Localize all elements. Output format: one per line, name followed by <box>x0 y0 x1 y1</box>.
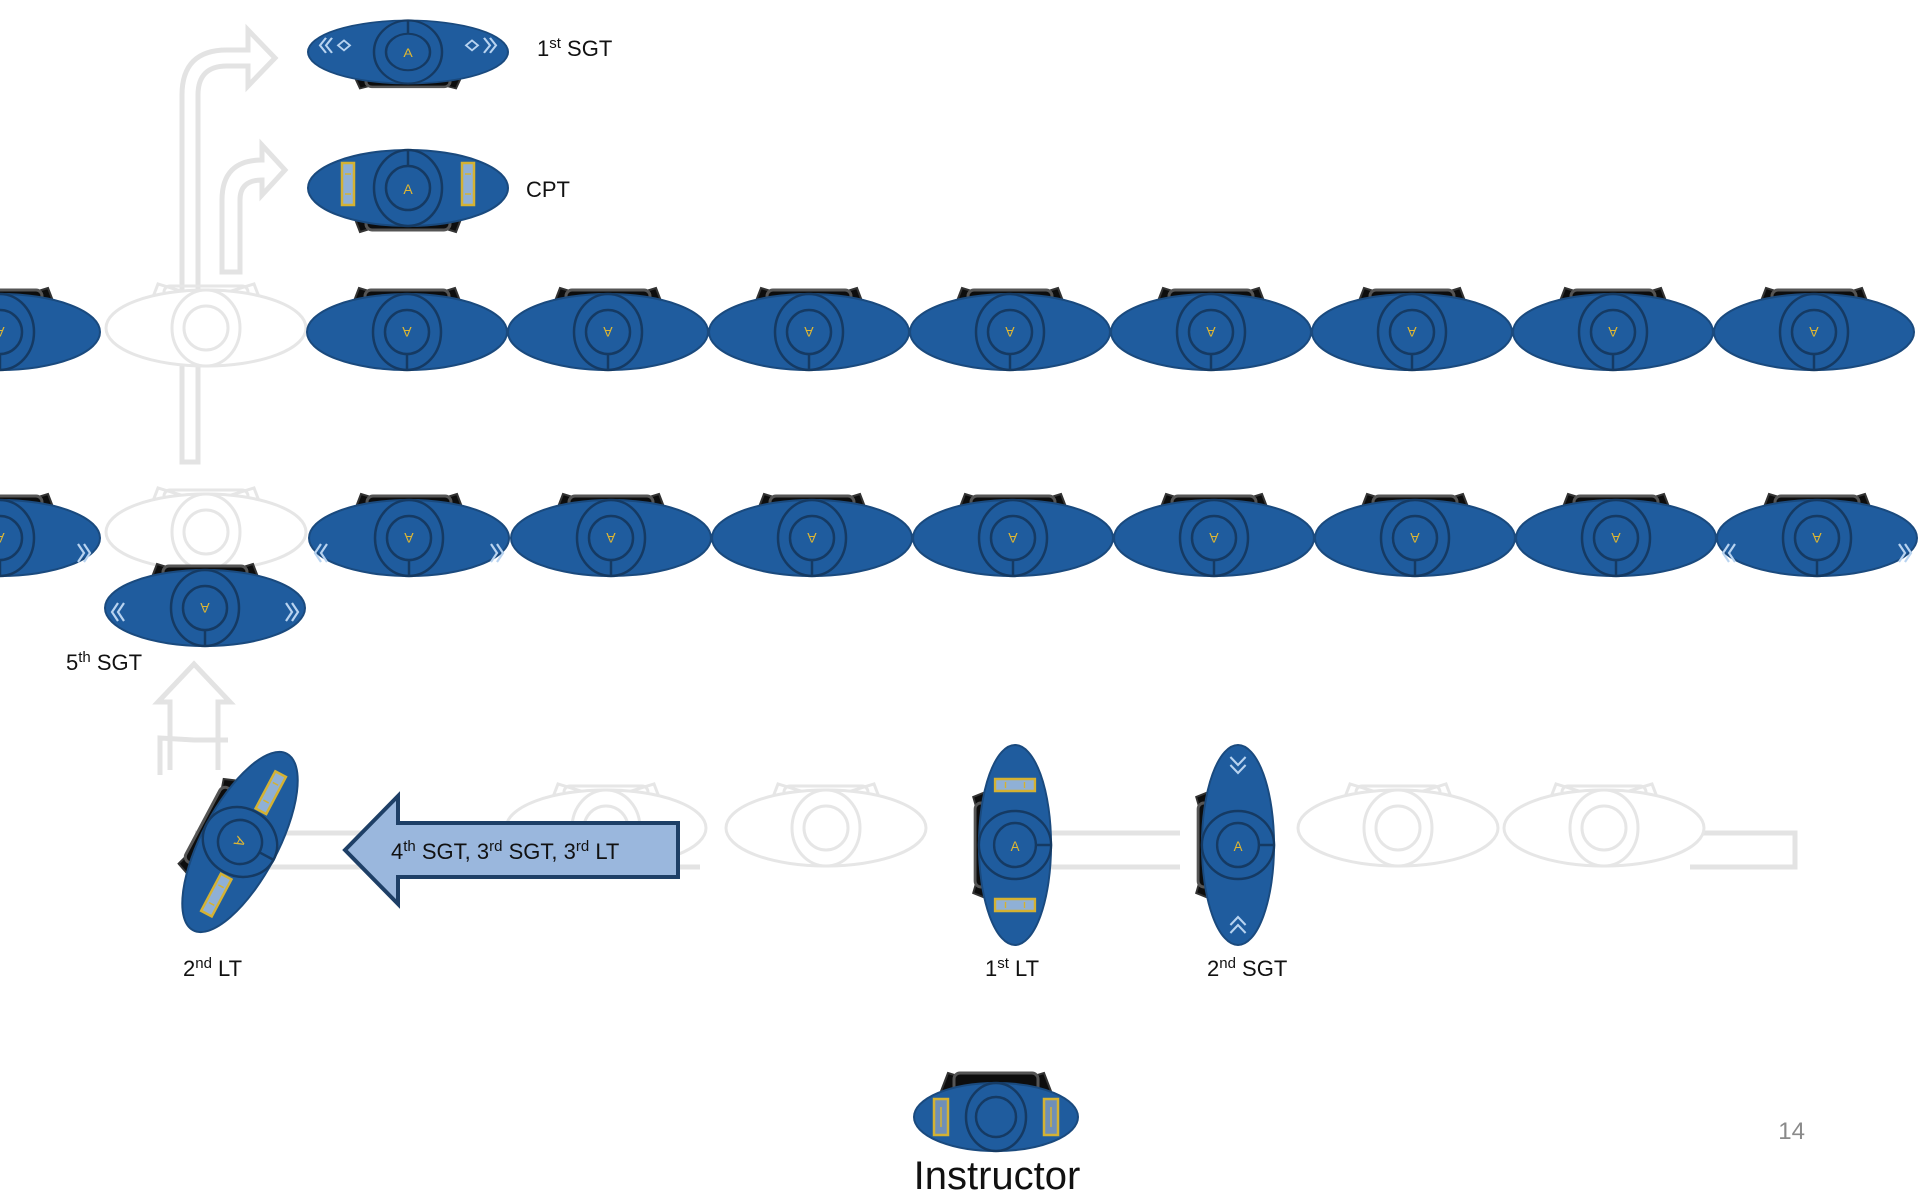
move-arrow: 4th SGT, 3rd SGT, 3rd LT <box>342 791 680 909</box>
label-cpt: CPT <box>526 177 570 202</box>
chair-first-lt: A <box>972 744 1053 946</box>
label-second-lt: 2nd LT <box>183 955 242 981</box>
chair-fifth-sgt <box>103 562 307 648</box>
chair-front-5 <box>1109 286 1313 372</box>
chair-back-5 <box>1112 492 1316 578</box>
move-arrow-label: 4th SGT, 3rd SGT, 3rd LT <box>391 838 619 864</box>
svg-text:A: A <box>1234 839 1244 854</box>
chair-back-1 <box>307 492 511 578</box>
label-first-lt: 1st LT <box>985 955 1039 981</box>
chair-front-2 <box>506 286 710 372</box>
label-fifth-sgt: 5th SGT <box>66 649 142 675</box>
page-number: 14 <box>1778 1118 1805 1145</box>
chair-front-8 <box>1712 286 1916 372</box>
chair-first-sgt <box>306 18 510 91</box>
chair-back-4 <box>911 492 1115 578</box>
chair-back-2 <box>509 492 713 578</box>
ghost-chairs <box>104 282 1706 868</box>
chair-second-sgt: A <box>1195 744 1276 946</box>
chair-second-lt <box>152 731 322 950</box>
label-first-sgt: 1st SGT <box>537 35 612 61</box>
chair-back-7 <box>1514 492 1718 578</box>
chair-front-1 <box>305 286 509 372</box>
chair-front-partial <box>0 286 102 372</box>
chair-front-7 <box>1511 286 1715 372</box>
chair-back-partial <box>0 492 102 578</box>
chair-front-6 <box>1310 286 1514 372</box>
chair-back-8 <box>1715 492 1919 578</box>
label-instructor: Instructor <box>914 1154 1081 1196</box>
chair-front-3 <box>707 286 911 372</box>
chair-cpt <box>306 148 510 234</box>
chair-front-4 <box>908 286 1112 372</box>
chair-back-3 <box>710 492 914 578</box>
label-second-sgt: 2nd SGT <box>1207 955 1287 981</box>
chair-instructor <box>913 1071 1079 1153</box>
svg-text:A: A <box>1011 839 1021 854</box>
chair-back-6 <box>1313 492 1517 578</box>
